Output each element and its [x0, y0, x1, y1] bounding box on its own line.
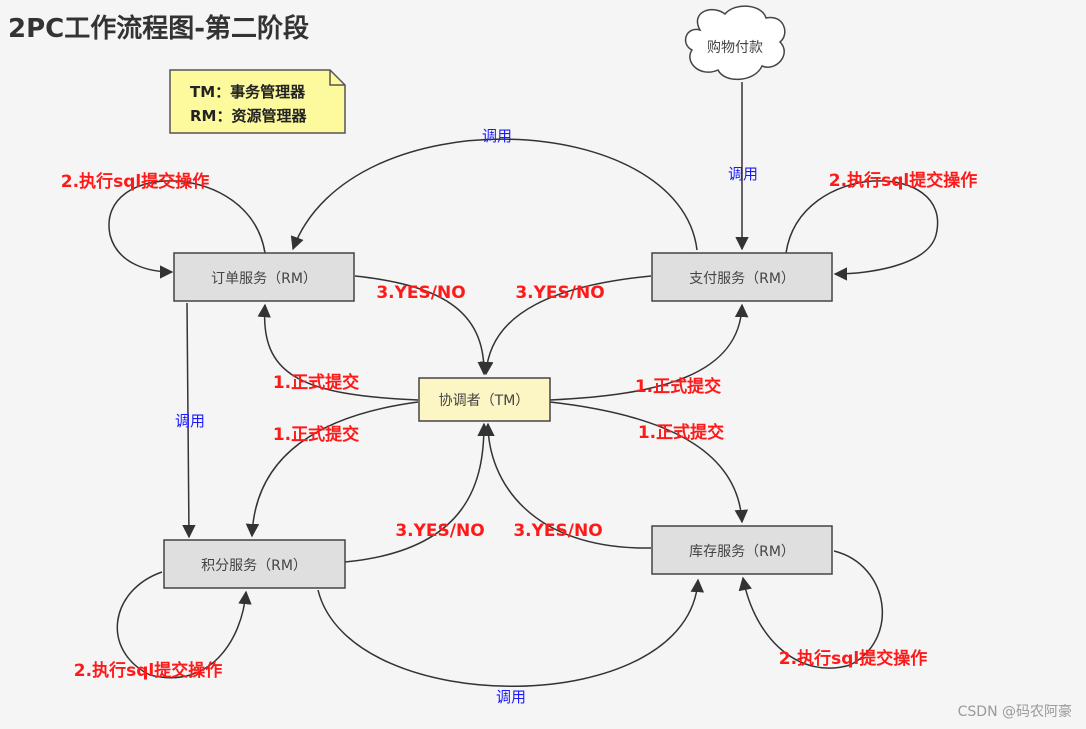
- legend-tm: TM：事务管理器: [190, 83, 306, 101]
- node-payment-service: 支付服务（RM）: [651, 252, 833, 302]
- label-exec-sql-points: 2.执行sql提交操作: [74, 660, 222, 681]
- order-service-label: 订单服务（RM）: [211, 271, 317, 287]
- edge-payment-self-loop: [785, 180, 939, 281]
- edge-coordinator-to-order: [257, 303, 419, 401]
- inventory-service-label: 库存服务（RM）: [689, 544, 795, 560]
- edges: [108, 82, 939, 687]
- cloud-shopping-payment: 购物付款: [684, 5, 786, 80]
- label-vote-inventory: 3.YES/NO: [513, 521, 602, 541]
- edge-order-to-points: [182, 302, 196, 539]
- coordinator-label: 协调者（TM）: [439, 393, 530, 409]
- label-vote-order: 3.YES/NO: [376, 283, 465, 303]
- edge-coordinator-to-payment: [549, 303, 749, 401]
- node-coordinator: 协调者（TM）: [418, 377, 551, 422]
- csdn-watermark: CSDN @码农阿豪: [957, 704, 1072, 720]
- label-commit-payment: 1.正式提交: [635, 376, 721, 397]
- edge-coordinator-to-points: [245, 401, 419, 538]
- label-call-cloud: 调用: [728, 165, 758, 183]
- edge-payment-to-coordinator: [480, 275, 652, 376]
- edge-payment-to-order: [290, 138, 698, 251]
- points-service-label: 积分服务（RM）: [201, 558, 307, 574]
- label-call-top: 调用: [482, 127, 512, 145]
- label-commit-inventory: 1.正式提交: [638, 422, 724, 443]
- label-commit-order: 1.正式提交: [273, 372, 359, 393]
- legend-note: TM：事务管理器 RM：资源管理器: [169, 69, 346, 134]
- label-exec-sql-inventory: 2.执行sql提交操作: [779, 648, 927, 669]
- node-points-service: 积分服务（RM）: [163, 539, 346, 589]
- edge-inventory-self-loop: [738, 550, 884, 669]
- label-exec-sql-payment: 2.执行sql提交操作: [829, 170, 977, 191]
- label-commit-points: 1.正式提交: [273, 424, 359, 445]
- payment-service-label: 支付服务（RM）: [689, 271, 795, 287]
- edge-inventory-to-coordinator: [481, 422, 652, 549]
- red-labels: 2.执行sql提交操作 2.执行sql提交操作 2.执行sql提交操作 2.执行…: [61, 170, 977, 681]
- edge-points-to-coordinator: [344, 422, 491, 563]
- node-order-service: 订单服务（RM）: [173, 252, 355, 302]
- label-vote-points: 3.YES/NO: [395, 521, 484, 541]
- edge-points-to-inventory: [317, 578, 705, 687]
- legend-rm: RM：资源管理器: [190, 107, 307, 125]
- diagram-title: 2PC工作流程图-第二阶段: [8, 14, 310, 44]
- edge-order-to-coordinator: [354, 275, 491, 376]
- label-vote-payment: 3.YES/NO: [515, 283, 604, 303]
- edge-coordinator-to-inventory: [549, 401, 749, 524]
- edge-points-self-loop: [116, 571, 252, 679]
- label-call-bottom: 调用: [496, 688, 526, 706]
- edge-order-self-loop: [108, 180, 266, 279]
- node-inventory-service: 库存服务（RM）: [651, 525, 833, 575]
- label-exec-sql-order: 2.执行sql提交操作: [61, 171, 209, 192]
- label-call-left: 调用: [175, 412, 205, 430]
- call-labels: 调用 调用 调用 调用: [175, 127, 758, 706]
- cloud-label: 购物付款: [707, 40, 763, 56]
